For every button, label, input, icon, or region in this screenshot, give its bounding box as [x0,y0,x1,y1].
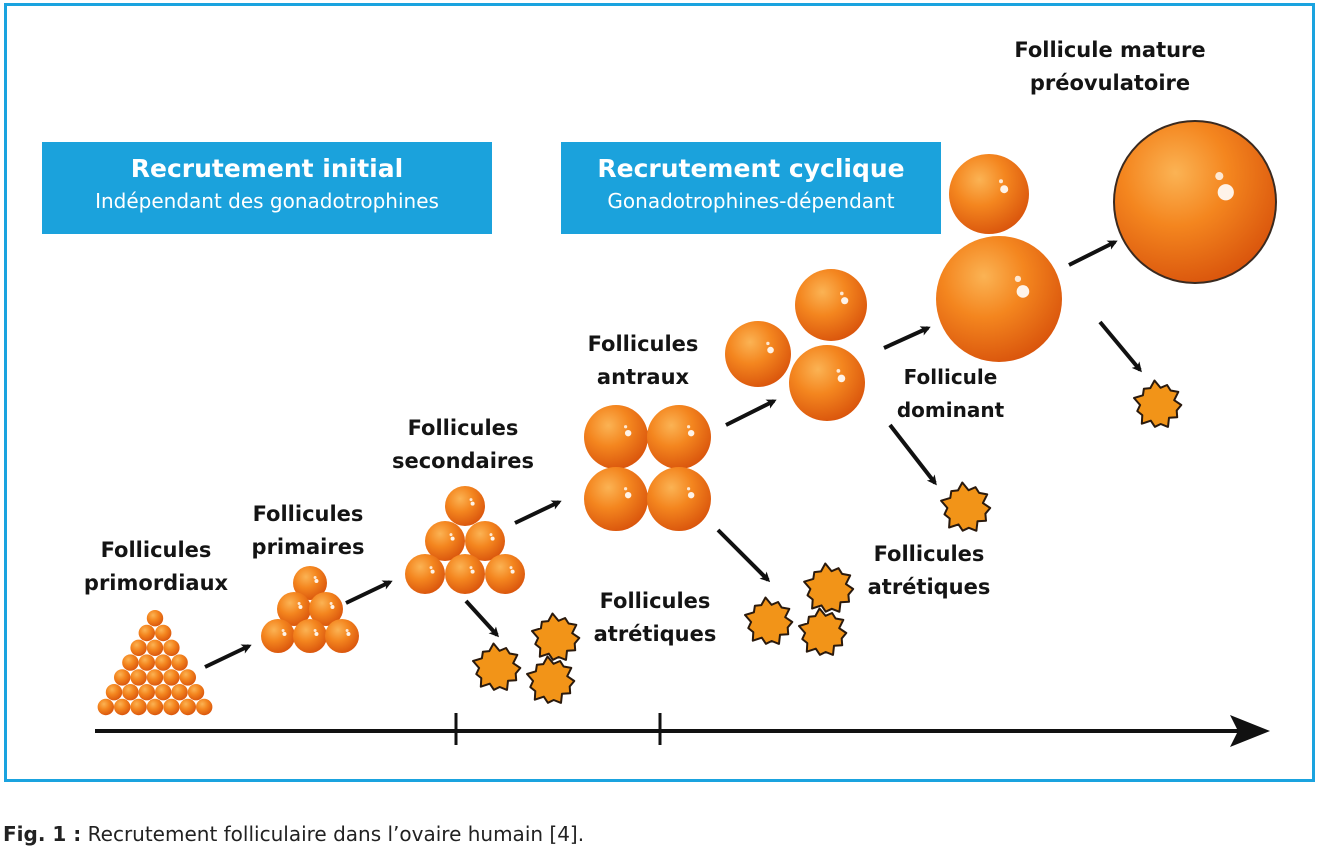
timeline-axis [95,713,1270,747]
atretic-follicles [472,379,1183,704]
primordial-follicle [171,654,188,671]
primary-follicle [325,619,359,653]
secondary-follicle [425,521,465,561]
atretic-follicle [526,655,576,704]
primordial-follicle [146,639,164,656]
box-cyclic-subtitle: Gonadotrophines-dépendant [607,189,895,213]
box-initial-subtitle: Indépendant des gonadotrophines [95,189,439,213]
box-recrutement-initial: Recrutement initial Indépendant des gona… [42,142,492,234]
primordial-follicle [122,654,139,671]
atretic-follicle [940,481,992,532]
primordial-follicle [163,639,180,656]
figure-frame [4,3,1315,782]
primordial-follicle [155,624,172,642]
primary-follicle [293,566,327,600]
arrow-cohort-to-atretic [888,423,937,486]
arrow-antral-to-cohort [725,399,777,427]
dominant-follicle [936,236,1062,362]
primordial-follicle [105,684,123,701]
caption-prefix: Fig. 1 : [3,822,82,846]
primordial-follicle [163,669,180,686]
cohort-follicle-top [795,269,867,341]
caption-text: Recrutement folliculaire dans l’ovaire h… [81,822,585,846]
mature-follicle [1113,120,1277,284]
primordial-follicle [138,654,155,671]
cohort-follicle-bottom [789,345,865,421]
antral-follicle [584,467,648,531]
primordial-follicle [146,698,164,716]
arrow-primordial-to-primary [204,644,252,669]
primordial-follicle [163,698,180,716]
primordial-follicle [155,654,172,671]
box-initial-title: Recrutement initial [130,154,404,183]
primary-follicle [277,592,311,626]
primordial-follicle [146,610,164,627]
subordinate-follicle [949,154,1029,234]
box-recrutement-cyclique: Recrutement cyclique Gonadotrophines-dép… [561,142,941,234]
box-cyclic-title: Recrutement cyclique [597,154,905,183]
primordial-follicle [114,669,131,686]
primordial-follicle [122,684,139,701]
primordial-follicle [146,669,164,686]
arrow-secondary-to-antral [514,500,562,525]
secondary-follicle [445,486,485,526]
secondary-follicle [405,554,445,594]
progression-arrows [204,240,1142,669]
atretic-follicle [744,596,794,645]
arrow-primary-to-secondary [345,580,393,605]
arrow-secondary-to-atretic [464,599,500,638]
primordial-follicle [138,684,155,701]
secondary-follicle [445,554,485,594]
primordial-follicle [114,698,131,716]
cohort-follicle-small [725,321,791,387]
arrow-dominant-to-mature [1068,240,1118,267]
antral-follicle [647,405,711,469]
arrow-antral-to-atretic [716,528,771,583]
primordial-follicle [155,684,172,701]
primordial-follicle [138,624,155,642]
primordial-follicle [130,698,147,716]
atretic-follicle [531,612,581,661]
antral-follicle [647,467,711,531]
arrow-dominant-to-atretic [1098,320,1142,373]
atretic-follicle [472,642,522,691]
secondary-follicle [465,521,505,561]
follicle-spheres [97,120,1277,716]
atretic-follicle [803,562,855,613]
arrow-cohort-to-dominant [883,326,931,350]
atretic-follicle [1133,379,1183,428]
primary-follicle [261,619,295,653]
primordial-follicle [130,669,147,686]
secondary-follicle [485,554,525,594]
figure-caption: Fig. 1 : Recrutement folliculaire dans l… [3,822,584,846]
primordial-follicle [179,698,196,716]
primary-follicle [309,592,343,626]
primordial-follicle [171,684,188,701]
primary-follicle [293,619,327,653]
primordial-follicle [97,698,115,716]
atretic-follicle [798,607,848,656]
primordial-follicle [130,639,147,656]
antral-follicle [584,405,648,469]
primordial-follicle [196,698,213,716]
primordial-follicle [179,669,196,686]
primordial-follicle [187,684,205,701]
